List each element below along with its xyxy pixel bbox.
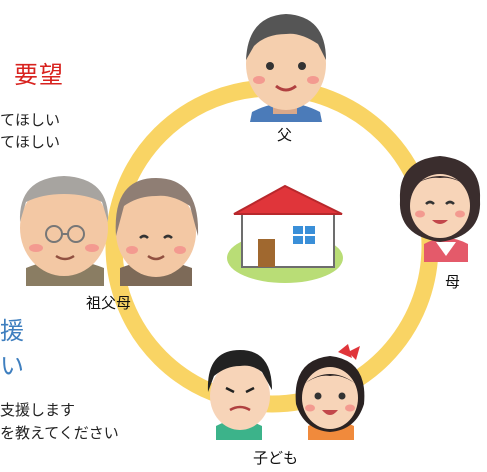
grandparents-illustration (19, 176, 199, 286)
support-heading-2: い (0, 352, 24, 380)
father-illustration (246, 14, 326, 122)
support-heading-1: 援 (0, 317, 24, 345)
mother-label: 母 (445, 273, 461, 291)
request-line-2: てほしい (0, 133, 61, 151)
house-illustration (227, 184, 343, 283)
mother-illustration (399, 156, 481, 262)
children-label: 子ども (253, 449, 299, 467)
grandparents-label: 祖父母 (86, 294, 132, 312)
support-line-2: を教えてください (0, 424, 119, 442)
request-heading: 要望 (14, 61, 64, 89)
children-illustration (207, 344, 365, 440)
father-label: 父 (277, 126, 293, 144)
request-line-1: てほしい (0, 111, 61, 129)
support-line-1: 支援します (0, 401, 76, 419)
